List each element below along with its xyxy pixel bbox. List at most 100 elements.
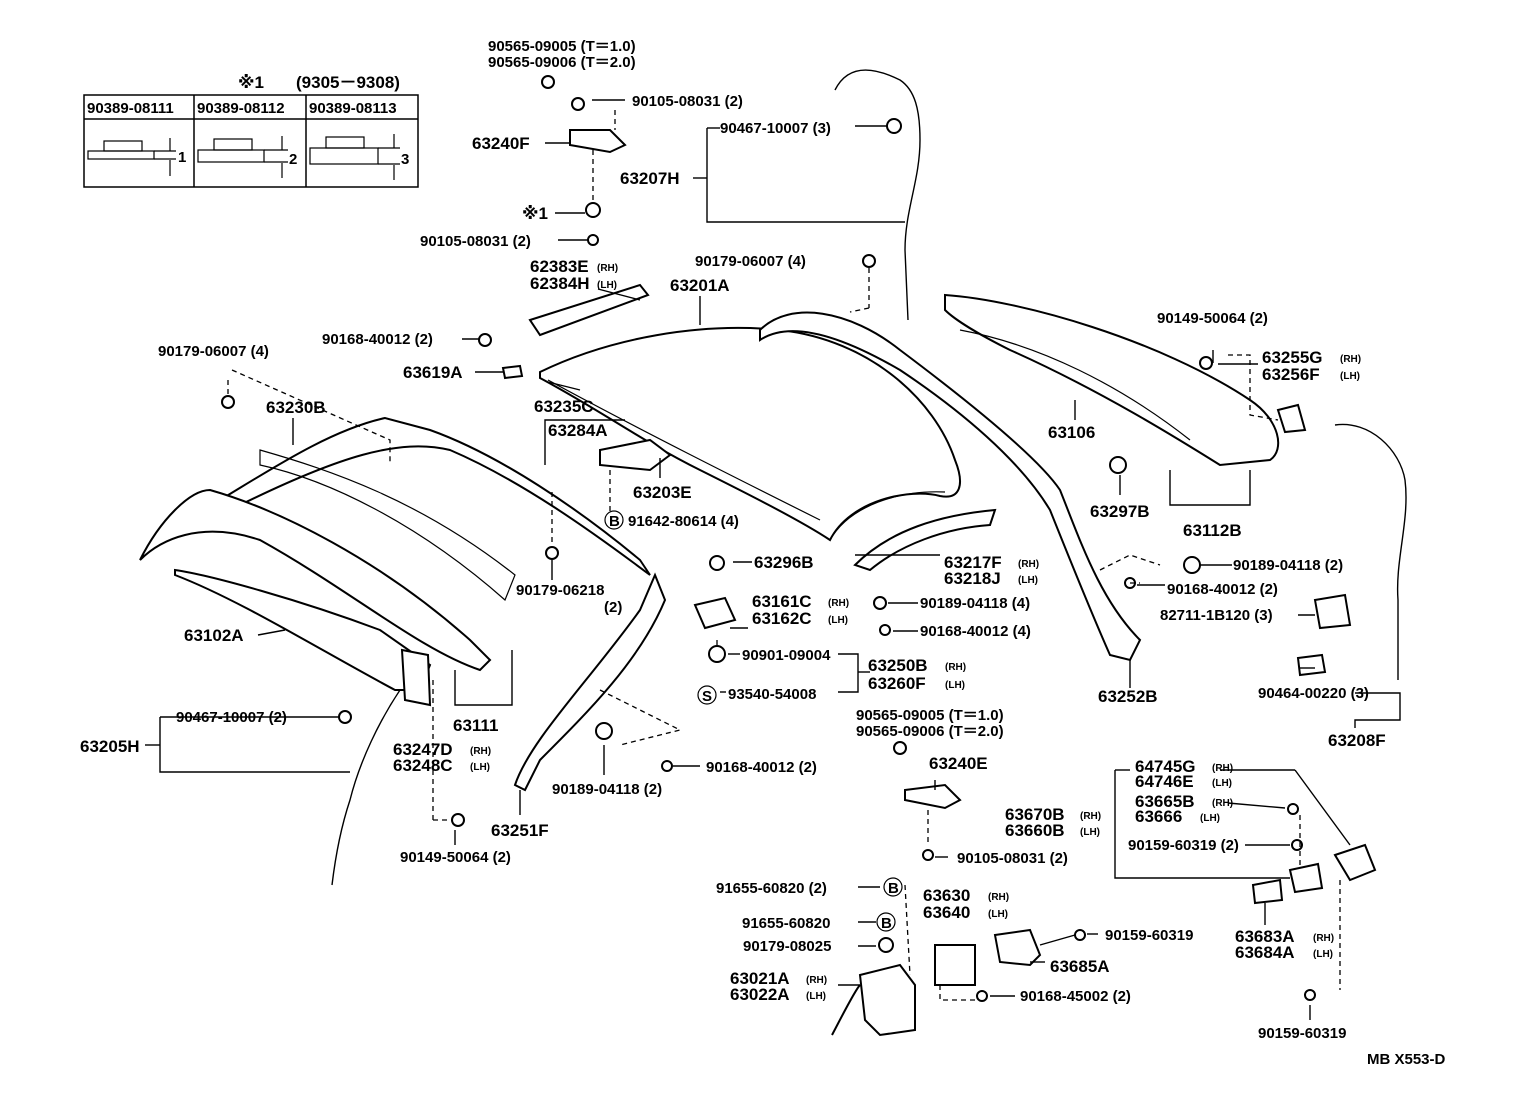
front-bow-63230B [218,416,651,576]
label-rh-62383E: (RH) [597,263,618,274]
label-rh-63217F: (RH) [1018,559,1039,570]
label-90159-60319-c: 90159-60319 [1258,1025,1346,1042]
clip-90565b [893,741,907,755]
label-91642-80614: 91642-80614 (4) [628,513,739,530]
label-90159-60319-a: 90159-60319 (2) [1128,837,1239,854]
label-rh-63670B: (RH) [1080,811,1101,822]
hinge-63630 [934,944,976,986]
label-63666: 63666 [1135,807,1182,826]
label-91655-60820-b: 91655-60820 [742,915,830,932]
label-lh-63022A: (LH) [806,991,826,1002]
label-90105-08031-c: 90105-08031 (2) [957,850,1068,867]
table-col-3: 90389-08113 [309,100,397,117]
label-90105-08031-a: 90105-08031 (2) [632,93,743,110]
bracket-63247D [400,648,432,707]
label-63255G: 63255G [1262,348,1323,367]
label-90159-60319-b: 90159-60319 [1105,927,1193,944]
label-63660B: 63660B [1005,821,1065,840]
nut-90179c [545,546,559,560]
label-rh-63683A: (RH) [1313,933,1334,944]
label-lh-63256F: (LH) [1340,371,1360,382]
label-rh-64745G: (RH) [1212,763,1233,774]
label-63207H: 63207H [620,169,680,188]
label-64745G: 64745G [1135,757,1196,776]
nut-90179b [221,395,235,409]
label-90565-09006: 90565-09006 (T＝2.0) [488,54,636,71]
label-63683A: 63683A [1235,927,1295,946]
nut-90168a [478,333,492,347]
label-63218J: 63218J [944,569,1001,588]
label-62383E: 62383E [530,257,589,276]
label-63235C: 63235C [534,397,594,416]
roof-panel [539,326,961,542]
label-90105-08031-b: 90105-08031 (2) [420,233,531,250]
nut-90467a [886,118,902,134]
shim-thk-3: 3 [401,151,409,168]
label-63284A: 63284A [548,421,608,440]
label-rh-63630: (RH) [988,892,1009,903]
label-mark1: ※1 [522,204,548,223]
shim-sketch-1: 1 [87,138,186,176]
label-63102A: 63102A [184,626,244,645]
label-lh-63260F: (LH) [945,680,965,691]
label-90189-04118-b: 90189-04118 (4) [920,595,1030,612]
plate-63619A [501,364,524,380]
label-rh-63665B: (RH) [1212,798,1233,809]
nut-mark1 [585,202,601,218]
nut-90467b [338,710,352,724]
label-63260F: 63260F [868,674,926,693]
label-90565-09005: 90565-09005 (T＝1.0) [488,38,636,55]
table-col-1: 90389-08111 [87,100,174,117]
label-lh-63640: (LH) [988,909,1008,920]
diagram-code: MB X553-D [1367,1051,1446,1068]
clip-90464 [1296,653,1327,677]
circle-s-1: S [702,688,712,705]
shim-sketch-2: 2 [197,136,297,178]
label-lh-63660B: (LH) [1080,827,1100,838]
nut-63665B [1287,803,1299,815]
circle-b-3: B [881,915,892,932]
label-lh-63218J: (LH) [1018,575,1038,586]
cable-63205H [331,689,401,886]
rail-63251F [513,572,667,792]
nut-90168d [661,760,673,772]
label-64746E: 64746E [1135,772,1194,791]
label-63230B: 63230B [266,398,326,417]
label-63684A: 63684A [1235,943,1295,962]
label-63240F: 63240F [472,134,530,153]
label-rh-63161C: (RH) [828,598,849,609]
label-63162C: 63162C [752,609,812,628]
bracket-63255G [1276,403,1307,434]
bracket-82711 [1313,593,1352,630]
label-lh-62384H: (LH) [597,280,617,291]
nut-90149a [1199,356,1213,370]
nut-63297B [1109,456,1127,474]
bracket-63161C [693,596,737,630]
nut-90901 [708,645,726,663]
shim-thk-2: 2 [289,151,297,168]
circled-symbols: B S B B [604,510,903,932]
shim-sketch-3: 3 [309,134,409,180]
label-rh-63255G: (RH) [1340,354,1361,365]
bracket-62383E [528,283,650,337]
bracket-63021A [831,963,916,1037]
nut-63296B [709,555,725,571]
label-63619A: 63619A [403,363,463,382]
shim-thk-1: 1 [178,149,186,166]
label-rh-63021A: (RH) [806,975,827,986]
label-90467-10007-b: 90467-10007 (2) [176,709,287,726]
part-labels: 90565-09005 (T＝1.0) 90565-09006 (T＝2.0) … [80,38,1446,1068]
label-63208F: 63208F [1328,731,1386,750]
label-90168-40012-c: 90168-40012 (4) [920,623,1031,640]
label-63201A: 63201A [670,276,730,295]
label-90179-06007-a: 90179-06007 (4) [695,253,806,270]
label-90168-40012-d: 90168-40012 (2) [706,759,817,776]
label-82711-1B120: 82711-1B120 (3) [1160,607,1273,624]
label-90464-00220: 90464-00220 (3) [1258,685,1369,702]
label-63252B: 63252B [1098,687,1158,706]
label-90467-10007-a: 90467-10007 (3) [720,120,831,137]
clip-90565 [541,75,555,89]
label-91655-60820-a: 91655-60820 (2) [716,880,827,897]
label-lh-63684A: (LH) [1313,949,1333,960]
